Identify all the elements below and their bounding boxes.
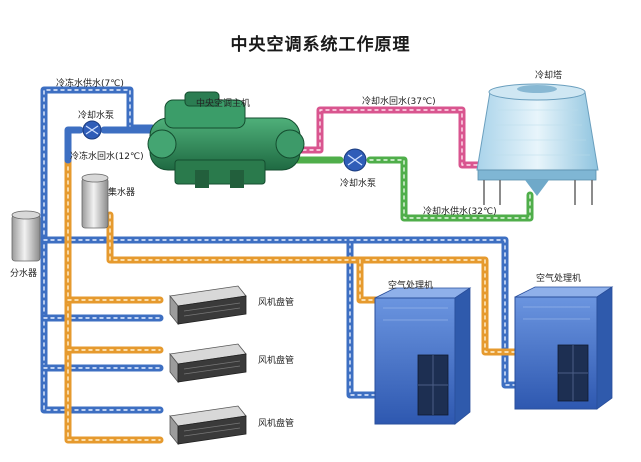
fan-coil-unit-3 [169, 405, 247, 446]
collector-label: 集水器 [108, 188, 136, 198]
fan-coil-unit-2 [169, 343, 247, 384]
chiller-unit [147, 91, 305, 188]
ahu-label-2: 空气处理机 [536, 274, 582, 284]
pipes [40, 86, 534, 444]
fan-coil-unit-1 [169, 285, 247, 326]
chilled-supply-pipe [40, 86, 519, 414]
cooling-return-label: 冷却水回水(37℃) [362, 97, 436, 107]
cooling-supply-label: 冷却水供水(32℃) [423, 207, 497, 217]
return-pipe [64, 156, 519, 444]
fan-coil-label-2: 风机盘管 [258, 356, 295, 366]
chilled-pump-icon [82, 120, 102, 140]
chiller-label: 中央空调主机 [196, 99, 251, 109]
fan-coil-label-1: 风机盘管 [258, 298, 295, 308]
distributor-label: 分水器 [10, 269, 38, 279]
chilled-return-pipe [64, 126, 84, 164]
cooling-supply-pipe [292, 156, 534, 222]
ahu-label-1: 空气处理机 [388, 281, 434, 291]
distributor-tank [11, 210, 41, 262]
chilled-return-label: 冷冻水回水(12℃) [70, 152, 144, 162]
cooling-return-pipe [292, 106, 484, 169]
chilled-supply-label: 冷冻水供水(7℃) [56, 79, 124, 89]
page-title: 中央空调系统工作原理 [230, 35, 411, 55]
cooling-tower-label: 冷却塔 [535, 71, 563, 81]
cooling-pump-icon [343, 148, 367, 172]
fan-coil-label-3: 风机盘管 [258, 419, 295, 429]
collector-tank [81, 173, 109, 229]
air-handling-unit-1 [374, 287, 472, 425]
cooling-pump-label: 冷却水泵 [340, 179, 377, 189]
cooling-tower [476, 83, 599, 205]
chilled-pump-label: 冷却水泵 [78, 111, 115, 121]
air-handling-unit-2 [514, 286, 614, 410]
